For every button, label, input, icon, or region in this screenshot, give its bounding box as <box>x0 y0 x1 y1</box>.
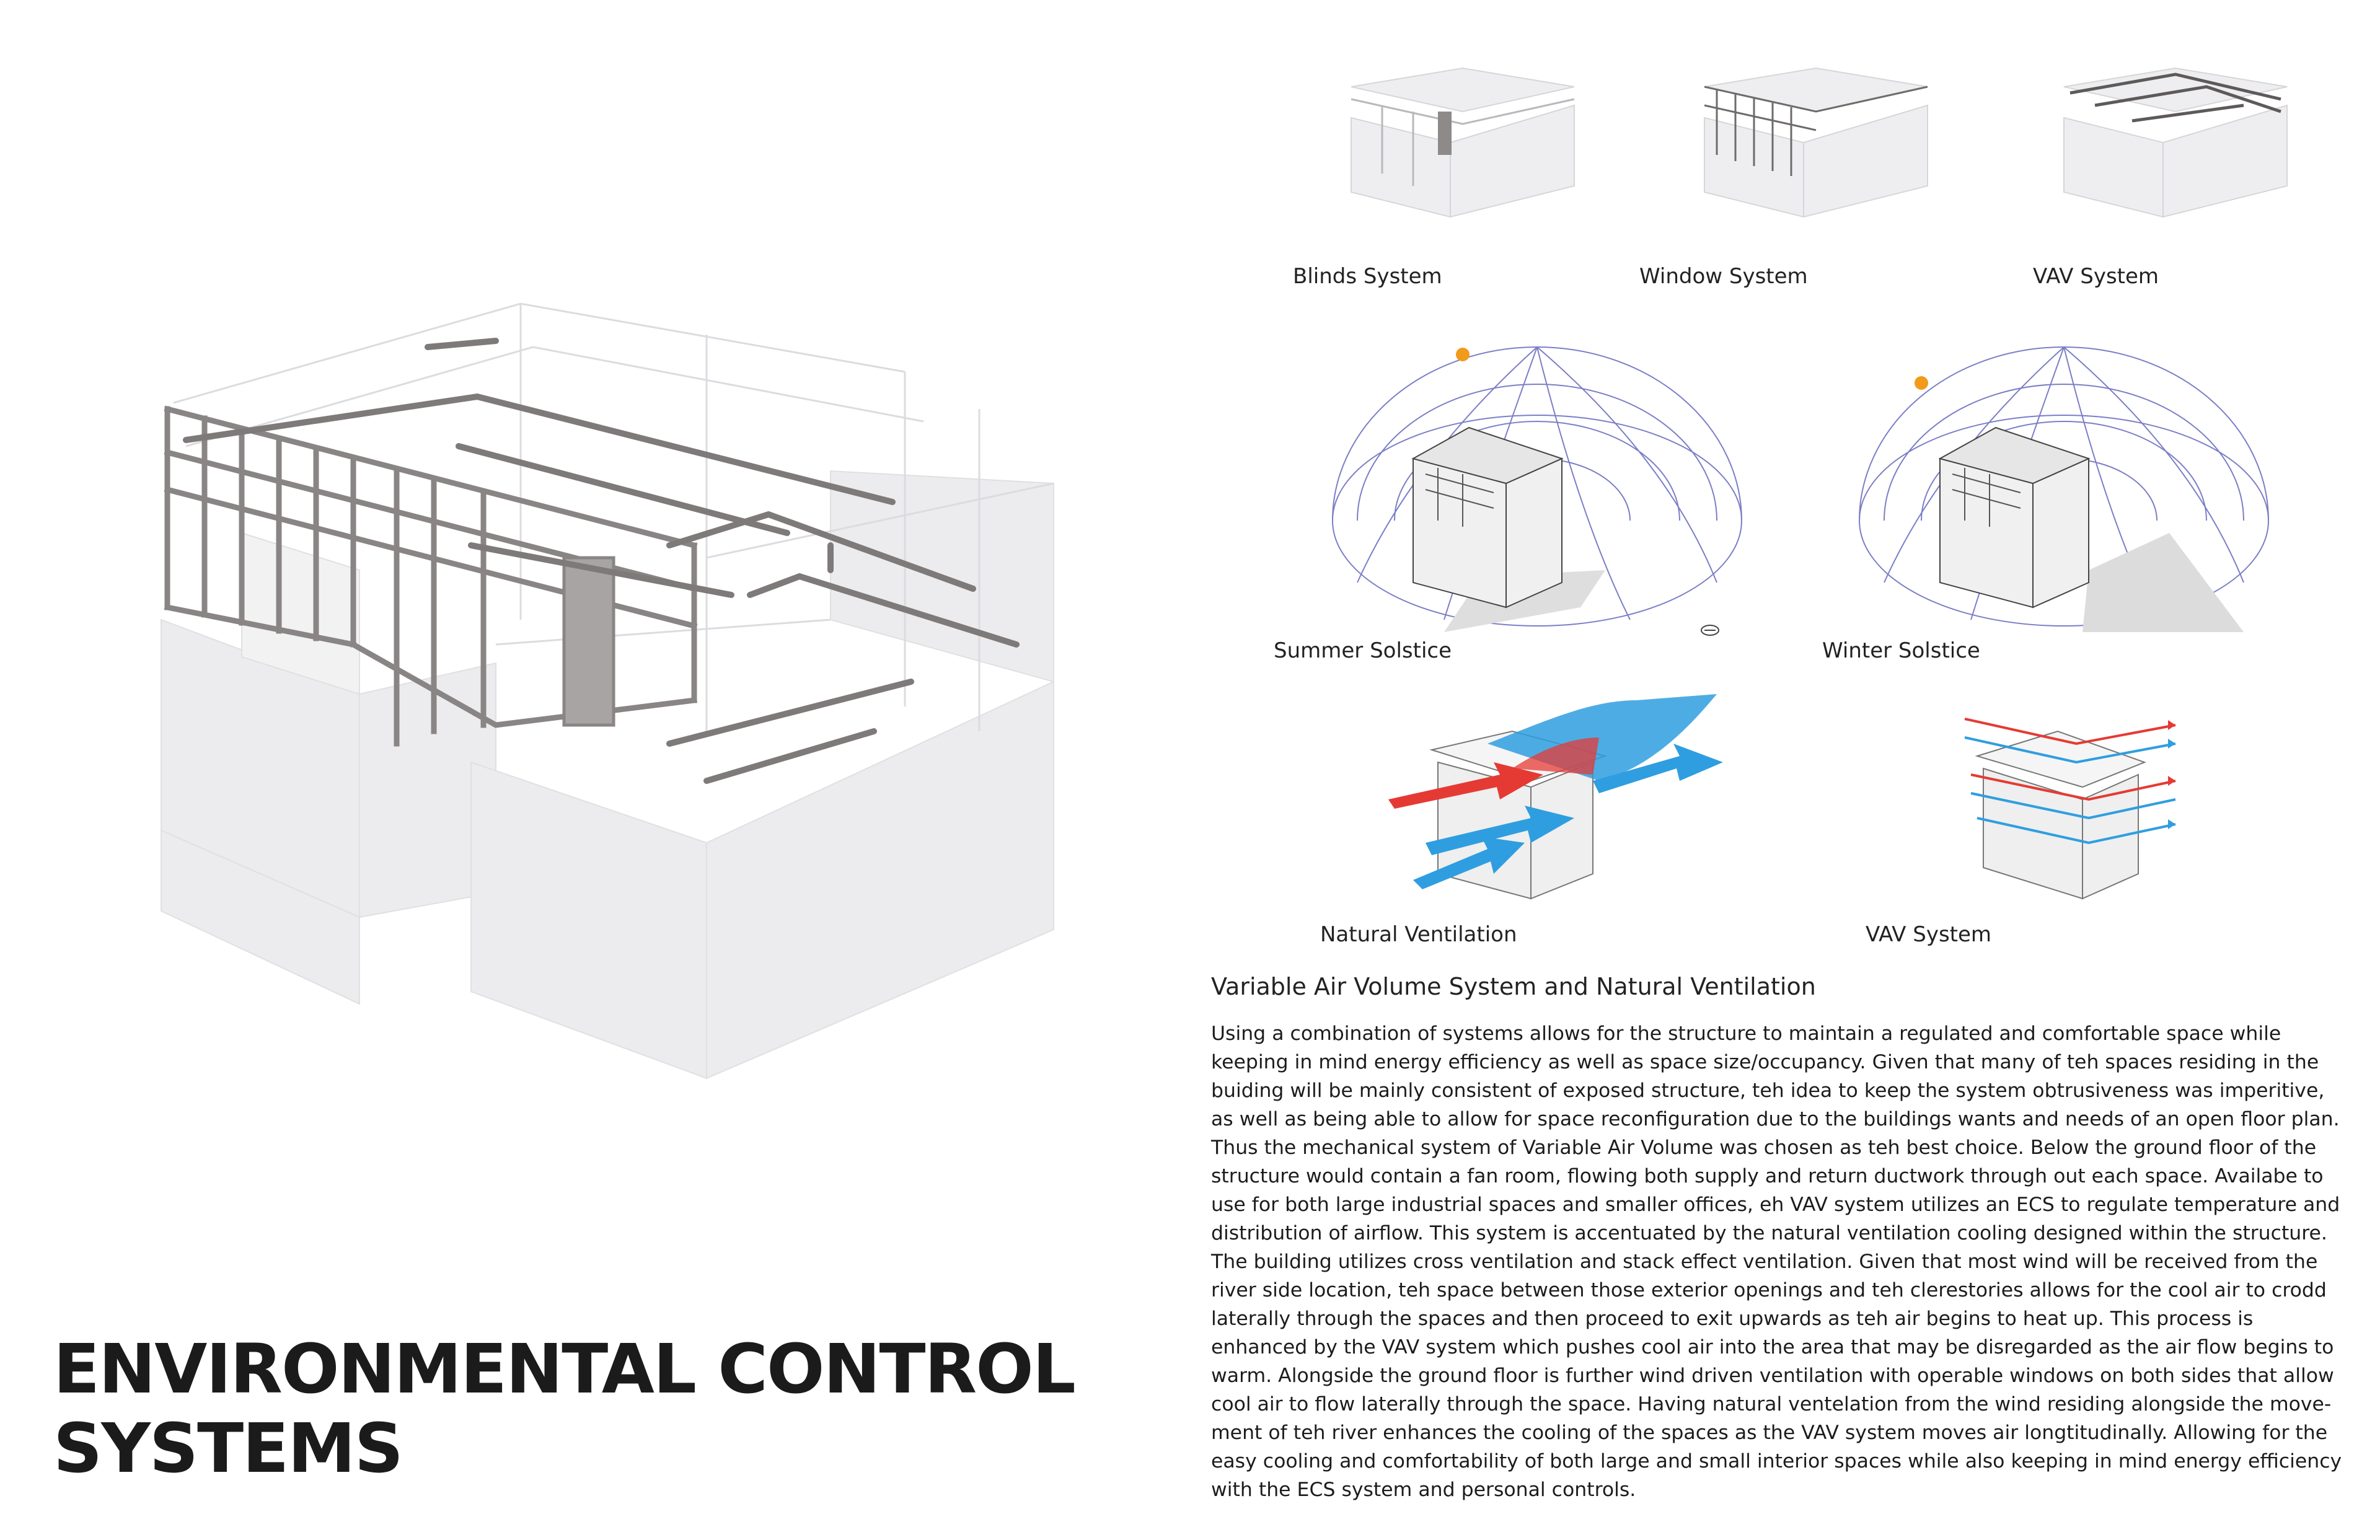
caption-blinds-system: Blinds System <box>1293 264 1442 289</box>
vav-airflow-diagram <box>1964 718 2176 900</box>
ghost-roof-structure <box>173 302 1054 731</box>
window-system-thumbnail <box>1704 67 1928 218</box>
natural-ventilation-diagram <box>1388 694 1723 900</box>
page-title-line-2: SYSTEMS <box>53 1409 403 1488</box>
main-axonometric-drawing <box>161 302 1054 1080</box>
caption-vav-system-top: VAV System <box>2033 264 2159 289</box>
window-frame-grid <box>164 405 698 747</box>
vav-system-thumbnail <box>2063 67 2288 218</box>
blind-panel <box>562 556 615 727</box>
caption-natural-ventilation: Natural Ventilation <box>1320 922 1517 947</box>
ghost-building-mass <box>161 470 1054 1080</box>
blinds-system-thumbnail <box>1351 67 1575 218</box>
caption-summer-solstice: Summer Solstice <box>1274 638 1452 663</box>
section-heading: Variable Air Volume System and Natural V… <box>1211 973 1816 1000</box>
vav-duct-runs <box>183 338 1020 784</box>
winter-solstice-sunpath <box>1859 346 2269 632</box>
north-arrow-icon <box>1701 625 1719 636</box>
page-title: ENVIRONMENTAL CONTROL SYSTEMS <box>53 1329 1107 1488</box>
caption-vav-system-bottom: VAV System <box>1866 922 1992 947</box>
caption-winter-solstice: Winter Solstice <box>1822 638 1980 663</box>
caption-window-system: Window System <box>1639 264 1808 289</box>
summer-solstice-sunpath <box>1332 346 1742 632</box>
page-title-line-1: ENVIRONMENTAL CONTROL <box>53 1329 1076 1409</box>
section-body-text: Using a combination of systems allows fo… <box>1211 1023 2342 1501</box>
